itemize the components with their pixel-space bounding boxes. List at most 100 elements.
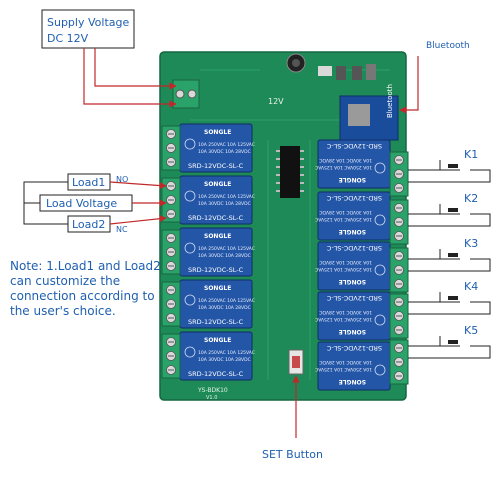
component-4	[366, 64, 376, 80]
right-relay-rating-2: 10A 30VDC 10A 28VDC	[319, 359, 372, 365]
right-terminal-4	[389, 293, 409, 339]
right-relay-brand: SONGLE	[339, 228, 366, 235]
note-line-3: connection according to	[10, 289, 155, 303]
switch-label-k2: K2	[464, 192, 478, 205]
supply-terminal-screw-1	[175, 89, 185, 99]
right-relay-cert-icon	[374, 314, 386, 326]
component-1	[318, 66, 332, 76]
right-relay-rating-2: 10A 30VDC 10A 28VDC	[319, 309, 372, 315]
left-terminal-2	[161, 177, 181, 223]
right-terminal-1	[389, 151, 409, 197]
left-relay-model: SRD-12VDC-SL-C	[188, 266, 244, 274]
right-relay-cert-icon	[374, 264, 386, 276]
right-relay-rating-2: 10A 30VDC 10A 28VDC	[319, 157, 372, 163]
right-relay-model: SRD-12VDC-SL-C	[326, 244, 382, 252]
note-line-1: Note: 1.Load1 and Load2	[10, 259, 161, 273]
switch-k5: K5	[408, 324, 491, 359]
left-relay-brand: SONGLE	[204, 181, 231, 188]
switch-k3: K3	[408, 237, 491, 272]
supply-arrow-2	[94, 48, 177, 90]
supply-arrow-1	[83, 48, 177, 108]
nc-label: NC	[116, 225, 128, 234]
right-relay-brand: SONGLE	[339, 328, 366, 335]
switch-button-icon	[448, 296, 458, 300]
left-relay-rating-2: 10A 30VDC 10A 28VDC	[198, 149, 251, 155]
switch-k4: K4	[408, 280, 491, 315]
supply-voltage-box	[41, 9, 135, 49]
left-relay-rating-1: 10A 250VAC 10A 125VAC	[198, 298, 255, 304]
silk-12v: 12V	[268, 97, 284, 106]
right-relay-rating-1: 10A 250VAC 10A 125VAC	[315, 216, 372, 222]
right-terminals	[389, 151, 409, 385]
left-relay-cert-icon	[184, 346, 196, 358]
left-relay-cert-icon	[184, 242, 196, 254]
left-relay-model: SRD-12VDC-SL-C	[188, 162, 244, 170]
left-terminal-3	[161, 229, 181, 275]
left-relay-cert-icon	[184, 190, 196, 202]
switch-label-k1: K1	[464, 148, 478, 161]
right-relay-rating-2: 10A 30VDC 10A 28VDC	[319, 209, 372, 215]
load2-label: Load2	[72, 218, 105, 231]
bluetooth-arrow	[399, 56, 419, 114]
right-relay-model: SRD-12VDC-SL-C	[326, 344, 382, 352]
right-relay-rating-2: 10A 30VDC 10A 28VDC	[319, 259, 372, 265]
load1-label: Load1	[72, 176, 105, 189]
no-label: NO	[116, 175, 128, 184]
switch-button-icon	[448, 253, 458, 257]
left-relay-brand: SONGLE	[204, 285, 231, 292]
right-relay-cert-icon	[374, 214, 386, 226]
right-relay-cert-icon	[374, 162, 386, 174]
set-button-cap[interactable]	[292, 356, 300, 368]
capacitor-top	[292, 59, 300, 67]
bluetooth-label: Bluetooth	[426, 41, 470, 51]
driver-chip-pins	[276, 150, 304, 192]
left-terminal-1	[161, 125, 181, 171]
note-line-4: the user's choice.	[10, 304, 116, 318]
right-relay-rating-1: 10A 250VAC 10A 125VAC	[315, 366, 372, 372]
supply-voltage-label: Supply Voltage	[47, 16, 129, 29]
right-relay-model: SRD-12VDC-SL-C	[326, 194, 382, 202]
right-relay-rating-1: 10A 250VAC 10A 125VAC	[315, 266, 372, 272]
switch-label-k4: K4	[464, 280, 478, 293]
driver-chip	[280, 146, 300, 198]
right-relay-rating-1: 10A 250VAC 10A 125VAC	[315, 164, 372, 170]
left-relay-rating-2: 10A 30VDC 10A 28VDC	[198, 357, 251, 363]
left-relay-rating-2: 10A 30VDC 10A 28VDC	[198, 201, 251, 207]
left-relay-rating-1: 10A 250VAC 10A 125VAC	[198, 194, 255, 200]
right-relay-model: SRD-12VDC-SL-C	[326, 142, 382, 150]
left-relay-model: SRD-12VDC-SL-C	[188, 370, 244, 378]
load2-arrow	[109, 215, 167, 225]
switch-label-k3: K3	[464, 237, 478, 250]
set-button-label: SET Button	[262, 448, 323, 461]
load-wires	[23, 181, 68, 225]
switch-button-icon	[448, 208, 458, 212]
left-relay-brand: SONGLE	[204, 233, 231, 240]
bluetooth-chip	[348, 104, 370, 126]
right-relay-model: SRD-12VDC-SL-C	[326, 294, 382, 302]
right-relay-cert-icon	[374, 364, 386, 376]
left-relay-rating-1: 10A 250VAC 10A 125VAC	[198, 142, 255, 148]
left-relay-brand: SONGLE	[204, 129, 231, 136]
left-relay-cert-icon	[184, 138, 196, 150]
right-terminal-3	[389, 247, 409, 293]
left-relay-cert-icon	[184, 294, 196, 306]
right-terminal-2	[389, 199, 409, 245]
bluetooth-module-label: Bluetooth	[386, 84, 394, 118]
component-3	[352, 66, 362, 80]
supply-terminal-screw-2	[187, 89, 197, 99]
left-terminals	[161, 125, 181, 379]
switch-label-k5: K5	[464, 324, 478, 337]
left-relay-rating-1: 10A 250VAC 10A 125VAC	[198, 350, 255, 356]
switch-button-icon	[448, 164, 458, 168]
